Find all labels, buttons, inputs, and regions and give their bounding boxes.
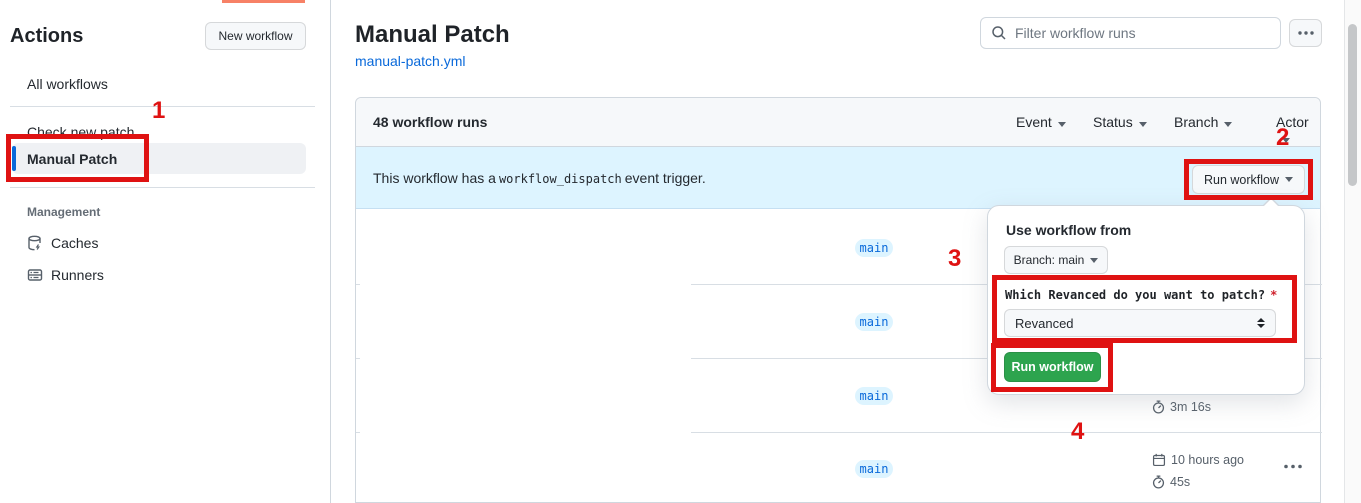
row-kebab-button[interactable]: [1283, 464, 1303, 469]
sidebar-divider: [10, 106, 315, 107]
chevron-down-icon: [1282, 138, 1290, 143]
kebab-horizontal-icon: [1283, 464, 1303, 469]
selected-item-accent-bar: [12, 146, 16, 171]
chevron-down-icon: [1090, 257, 1099, 263]
filter-runs-searchbox[interactable]: [980, 17, 1281, 49]
sidebar-item-check-new-patch[interactable]: Check new patch: [27, 124, 135, 140]
table-header: 48 workflow runs Event Status Branch Act…: [356, 98, 1320, 147]
annotation-number-1: 1: [152, 97, 166, 124]
run-workflow-panel: Use workflow from Branch: main Which Rev…: [987, 197, 1305, 395]
row-divider-stub: [356, 358, 360, 359]
sidebar-title: Actions: [10, 25, 84, 47]
required-asterisk: *: [1270, 288, 1278, 302]
branch-badge[interactable]: main: [855, 313, 893, 331]
branch-selector-button[interactable]: Branch: main: [1004, 246, 1108, 274]
stopwatch-icon: [1152, 400, 1165, 414]
workflow-file-link[interactable]: manual-patch.yml: [355, 53, 466, 69]
branch-badge[interactable]: main: [855, 387, 893, 405]
row-divider-stub: [356, 432, 360, 433]
chevron-down-icon: [1057, 122, 1066, 127]
select-updown-icon: [1257, 318, 1265, 328]
sidebar-item-manual-patch[interactable]: [12, 143, 306, 174]
run-workflow-dropdown-button[interactable]: Run workflow: [1192, 165, 1305, 194]
search-input[interactable]: [1015, 25, 1270, 41]
revanced-select-value: Revanced: [1015, 315, 1074, 331]
stopwatch-icon: [1152, 475, 1165, 489]
filter-actor[interactable]: Actor: [1276, 114, 1320, 146]
filter-event[interactable]: Event: [1016, 114, 1066, 130]
search-icon: [991, 25, 1007, 41]
workflow-input-label: Which Revanced do you want to patch?*: [1005, 288, 1278, 302]
revanced-select[interactable]: Revanced: [1004, 309, 1276, 337]
runs-count: 48 workflow runs: [373, 114, 488, 130]
workflow-dispatch-code: workflow_dispatch: [498, 172, 622, 186]
row-divider: [691, 432, 1322, 433]
sidebar-item-manual-patch-label[interactable]: Manual Patch: [27, 151, 118, 167]
cache-database-icon: [27, 235, 43, 251]
scrollbar-thumb[interactable]: [1348, 24, 1357, 186]
chevron-down-icon: [1138, 122, 1147, 127]
sidebar-item-runners[interactable]: Runners: [27, 267, 104, 283]
kebab-horizontal-icon: [1297, 31, 1314, 35]
branch-badge[interactable]: main: [855, 460, 893, 478]
use-workflow-from-label: Use workflow from: [1006, 222, 1132, 238]
workflow-runs-table: 48 workflow runs Event Status Branch Act…: [355, 97, 1322, 503]
run-duration: 45s: [1152, 475, 1190, 489]
sidebar-item-all-workflows[interactable]: All workflows: [27, 76, 108, 92]
more-options-button[interactable]: [1289, 19, 1322, 47]
chevron-down-icon: [1224, 122, 1233, 127]
filter-status[interactable]: Status: [1093, 114, 1147, 130]
calendar-icon: [1152, 453, 1166, 467]
sidebar-main-divider: [330, 0, 331, 503]
filter-branch[interactable]: Branch: [1174, 114, 1233, 130]
run-time: 10 hours ago: [1152, 453, 1244, 467]
active-tab-underline: [222, 0, 305, 3]
chevron-down-icon: [1285, 177, 1294, 182]
new-workflow-button[interactable]: New workflow: [205, 22, 306, 50]
row-divider-stub: [356, 284, 360, 285]
sidebar-item-caches[interactable]: Caches: [27, 235, 98, 251]
sidebar-section-management: Management: [27, 205, 101, 219]
run-duration: 3m 16s: [1152, 400, 1211, 414]
page-title: Manual Patch: [355, 21, 510, 48]
runners-server-icon: [27, 267, 43, 283]
run-workflow-submit-button[interactable]: Run workflow: [1004, 352, 1101, 382]
sidebar-item-runners-label[interactable]: Runners: [51, 267, 104, 283]
sidebar-divider: [10, 187, 315, 188]
sidebar-item-caches-label[interactable]: Caches: [51, 235, 99, 251]
panel-arrow: [1263, 199, 1279, 207]
branch-badge[interactable]: main: [855, 239, 893, 257]
